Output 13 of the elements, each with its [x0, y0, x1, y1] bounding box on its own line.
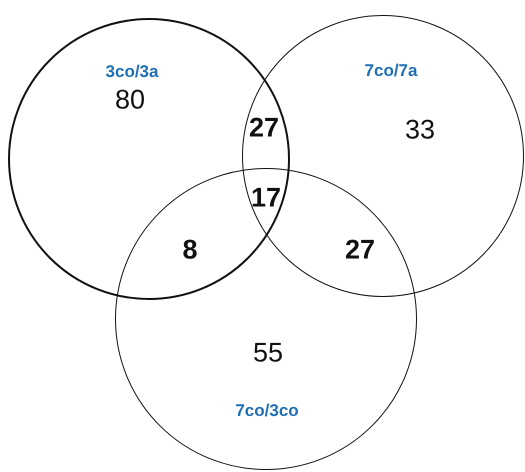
venn-circle	[8, 18, 290, 300]
set-label: 3co/3a	[106, 62, 158, 82]
count-label: 27	[344, 234, 376, 266]
set-label: 7co/3co	[235, 401, 299, 421]
count-label: 33	[404, 114, 436, 146]
venn-circle	[242, 15, 524, 297]
count-label: 17	[250, 182, 282, 214]
count-label: 8	[182, 234, 198, 266]
count-label: 80	[114, 84, 146, 116]
venn-circle	[115, 168, 417, 470]
count-label: 27	[248, 112, 280, 144]
count-label: 55	[252, 338, 284, 368]
set-label: 7co/7a	[364, 61, 418, 81]
